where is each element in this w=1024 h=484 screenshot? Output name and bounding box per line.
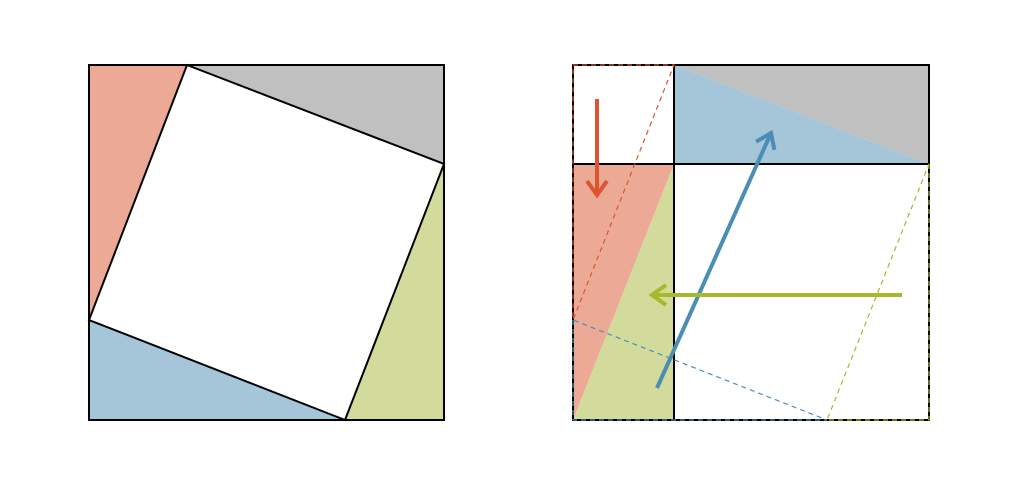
blue-move-arrow — [655, 129, 777, 389]
right-square-panel — [572, 64, 930, 421]
blue-dashed-original-triangle — [572, 319, 828, 421]
blue-triangle — [674, 65, 929, 164]
outer-square — [88, 64, 445, 421]
green-dashed-original-triangle — [826, 163, 930, 421]
green-triangle — [573, 164, 674, 420]
left-square-panel — [87, 63, 446, 422]
red-dashed-original-triangle — [572, 64, 675, 321]
